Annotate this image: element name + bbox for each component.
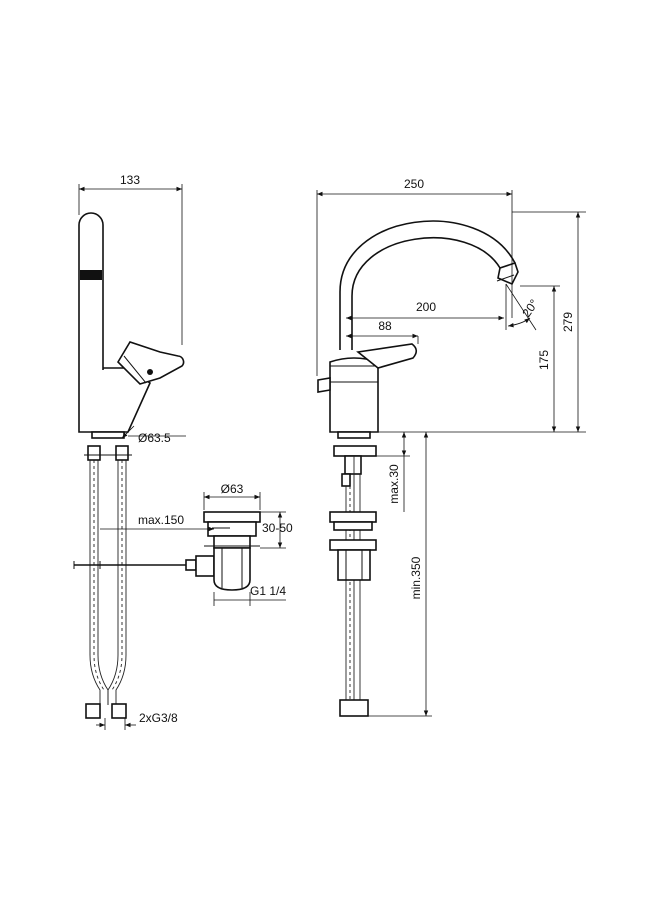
dim-hose-thread: 2xG3/8 (139, 711, 178, 725)
side-spout (78, 212, 104, 372)
front-hoses (329, 445, 377, 717)
dim-drain-thread: G1 1/4 (250, 584, 286, 598)
side-lever-knob (147, 369, 153, 375)
front-lever (356, 343, 418, 369)
dim-deck-max: max.30 (387, 464, 401, 504)
side-hoses (84, 445, 132, 719)
drain-assembly (195, 511, 261, 591)
dim-133: 133 (120, 173, 140, 187)
dim-hose-length: min.350 (409, 556, 423, 599)
front-base-ring (337, 431, 371, 439)
dim-base-diameter: Ø63.5 (138, 431, 171, 445)
side-view: 133 Ø63.5 2xG3/8 (73, 173, 293, 730)
front-spout-tip (497, 261, 519, 286)
dim-angle: 20° (519, 297, 541, 320)
dim-drain-diameter: Ø63 (221, 482, 244, 496)
front-view: 250 200 88 20° 175 279 (316, 177, 586, 717)
dim-88: 88 (378, 319, 392, 333)
front-body (329, 357, 379, 433)
dim-279: 279 (561, 312, 575, 332)
dim-175: 175 (537, 350, 551, 370)
dim-250: 250 (404, 177, 424, 191)
dim-plug-range: 30-50 (262, 521, 293, 535)
dim-rod-max: max.150 (138, 513, 184, 527)
side-lever (116, 341, 185, 385)
side-aerator (80, 270, 102, 280)
dim-200: 200 (416, 300, 436, 314)
side-base-ring (91, 431, 125, 439)
front-spout (339, 220, 516, 350)
